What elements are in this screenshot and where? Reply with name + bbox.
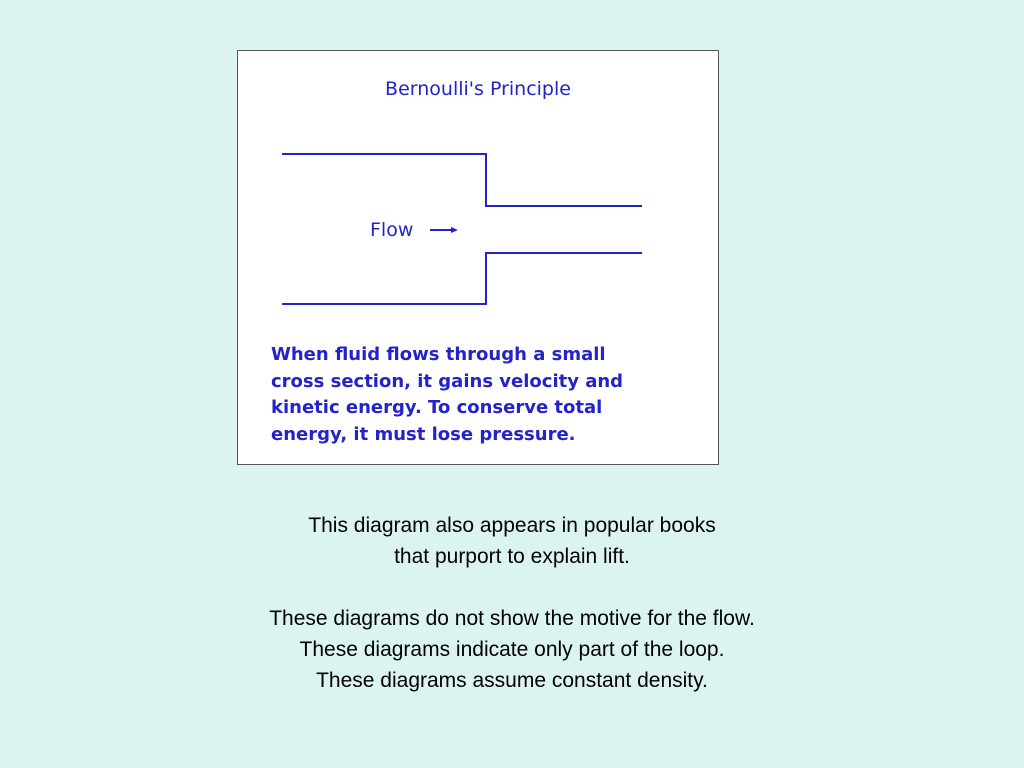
note-line: that purport to explain lift. (394, 545, 630, 568)
note-line: These diagrams do not show the motive fo… (269, 607, 755, 630)
caption-line: cross section, it gains velocity and (271, 370, 624, 392)
flow-label: Flow (370, 219, 414, 241)
caption-line: energy, it must lose pressure. (271, 423, 576, 445)
pipe-upper-wall (282, 153, 642, 207)
note-line: This diagram also appears in popular boo… (308, 514, 716, 537)
note-line: These diagrams indicate only part of the… (299, 638, 725, 661)
paragraph-gap (0, 572, 1024, 603)
pipe-drawing (282, 153, 642, 305)
diagram-title: Bernoulli's Principle (385, 78, 571, 100)
note-line: These diagrams assume constant density. (316, 669, 708, 692)
caption-line: When fluid flows through a small (271, 344, 606, 365)
bernoulli-diagram: Bernoulli's Principle Flow When fluid fl… (237, 50, 719, 465)
diagram-caption: When fluid flows through a small cross s… (271, 342, 623, 448)
caption-line: kinetic energy. To conserve total (271, 397, 603, 418)
flow-arrow-head (451, 227, 458, 233)
pipe-lower-wall (282, 252, 642, 305)
slide-notes: This diagram also appears in popular boo… (0, 510, 1024, 696)
